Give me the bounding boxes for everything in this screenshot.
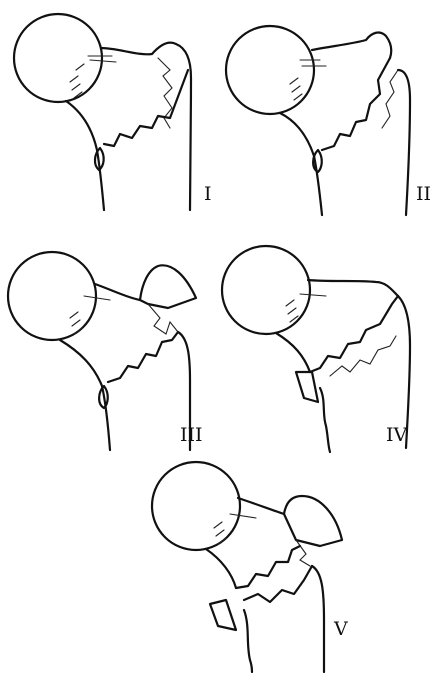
panel-type-i: I [14, 14, 212, 210]
fracture-line-primary [236, 546, 300, 588]
fracture-line-primary [322, 58, 390, 150]
panel-label: I [204, 183, 212, 205]
panel-label: II [416, 183, 431, 205]
femoral-head [14, 14, 102, 102]
panel-label: IV [386, 424, 408, 446]
fracture-line-secondary [382, 70, 398, 128]
subtrochanteric-fracture [320, 388, 330, 452]
femoral-shaft-medial [60, 340, 110, 450]
trabecular-lines [70, 296, 110, 334]
femoral-shaft-medial [276, 333, 310, 372]
femoral-head [152, 462, 240, 550]
panel-type-v: V [152, 462, 348, 672]
greater-trochanter-fragment [140, 265, 196, 308]
femoral-shaft-lateral [312, 566, 324, 672]
distal-shaft-fragment [244, 610, 252, 672]
femoral-neck [238, 498, 284, 514]
trabecular-lines [70, 56, 116, 98]
femoral-shaft-medial [206, 549, 236, 588]
panel-type-ii: II [226, 26, 431, 215]
lesser-trochanter-fragment [210, 600, 236, 630]
intertrochanteric-fracture-line [104, 70, 188, 146]
femoral-neck [95, 284, 140, 300]
femoral-head [222, 246, 310, 334]
femoral-head [226, 26, 314, 114]
subtrochanteric-fracture [244, 566, 312, 602]
panel-type-iv: IV [222, 246, 410, 452]
panel-type-iii: III [8, 252, 203, 450]
greater-trochanter-fragment [284, 496, 342, 546]
trabecular-lines [214, 514, 256, 544]
femoral-neck [308, 280, 398, 296]
femoral-shaft-medial [66, 101, 104, 210]
femoral-shaft-medial [280, 113, 322, 215]
greater-trochanter [398, 70, 410, 215]
femoral-head [8, 252, 96, 340]
femoral-neck [312, 33, 391, 58]
fracture-line-primary [310, 296, 398, 372]
intertrochanteric-fracture-line [108, 332, 178, 382]
panel-label: V [333, 618, 348, 640]
trochanteric-fracture-line [148, 304, 178, 334]
panel-label: III [180, 424, 203, 446]
lesser-trochanter-fragment [296, 372, 318, 402]
